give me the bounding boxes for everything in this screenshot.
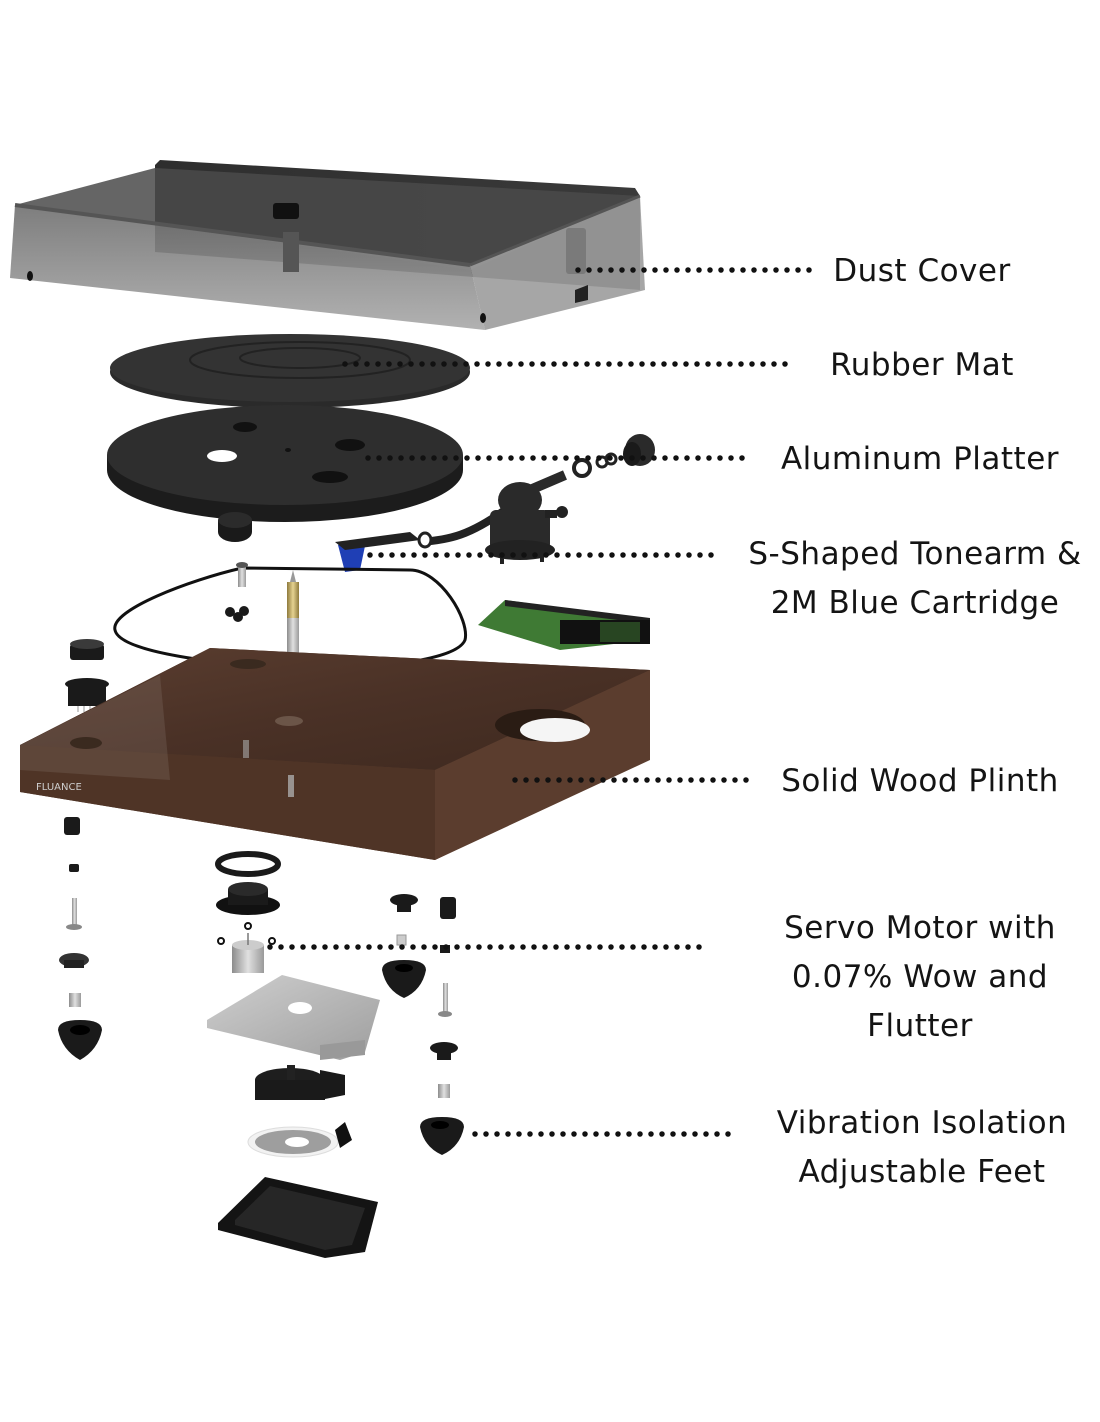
callout-aluminum-platter: Aluminum Platter xyxy=(760,435,1080,484)
callout-line: Adjustable Feet xyxy=(798,1154,1046,1190)
dust-cover-part xyxy=(10,160,645,330)
callout-line: Vibration Isolation xyxy=(776,1105,1068,1141)
callout-wood-plinth: Solid Wood Plinth xyxy=(760,757,1080,806)
callout-dust-cover: Dust Cover xyxy=(822,247,1022,296)
leader-lines xyxy=(267,267,818,1137)
speed-button-part xyxy=(65,639,109,712)
aluminum-platter-part xyxy=(107,405,463,522)
callout-isolation-feet: Vibration Isolation Adjustable Feet xyxy=(752,1099,1092,1197)
callout-line: Rubber Mat xyxy=(830,347,1014,383)
callout-tonearm-cartridge: S-Shaped Tonearm & 2M Blue Cartridge xyxy=(730,530,1100,628)
callout-line: 0.07% Wow and xyxy=(791,959,1049,995)
pcb-part xyxy=(478,600,650,650)
wood-plinth-part: FLUANCE xyxy=(20,648,650,860)
callout-line: 2M Blue Cartridge xyxy=(770,585,1060,621)
rubber-mat-part xyxy=(110,334,470,408)
callout-line: Aluminum Platter xyxy=(780,441,1060,477)
brand-logo: FLUANCE xyxy=(36,782,82,793)
callout-line: Solid Wood Plinth xyxy=(781,763,1059,799)
callout-line: Dust Cover xyxy=(833,253,1011,289)
callout-servo-motor: Servo Motor with 0.07% Wow and Flutter xyxy=(760,904,1080,1051)
callout-line: Flutter xyxy=(867,1008,973,1044)
foot-assembly-right xyxy=(382,894,464,1155)
motor-assembly xyxy=(207,851,380,1258)
callout-line: S-Shaped Tonearm & xyxy=(748,536,1082,572)
callout-line: Servo Motor with xyxy=(784,910,1056,946)
tonearm-part xyxy=(218,434,655,572)
foot-assembly-left xyxy=(58,817,102,1060)
callout-rubber-mat: Rubber Mat xyxy=(802,341,1042,390)
